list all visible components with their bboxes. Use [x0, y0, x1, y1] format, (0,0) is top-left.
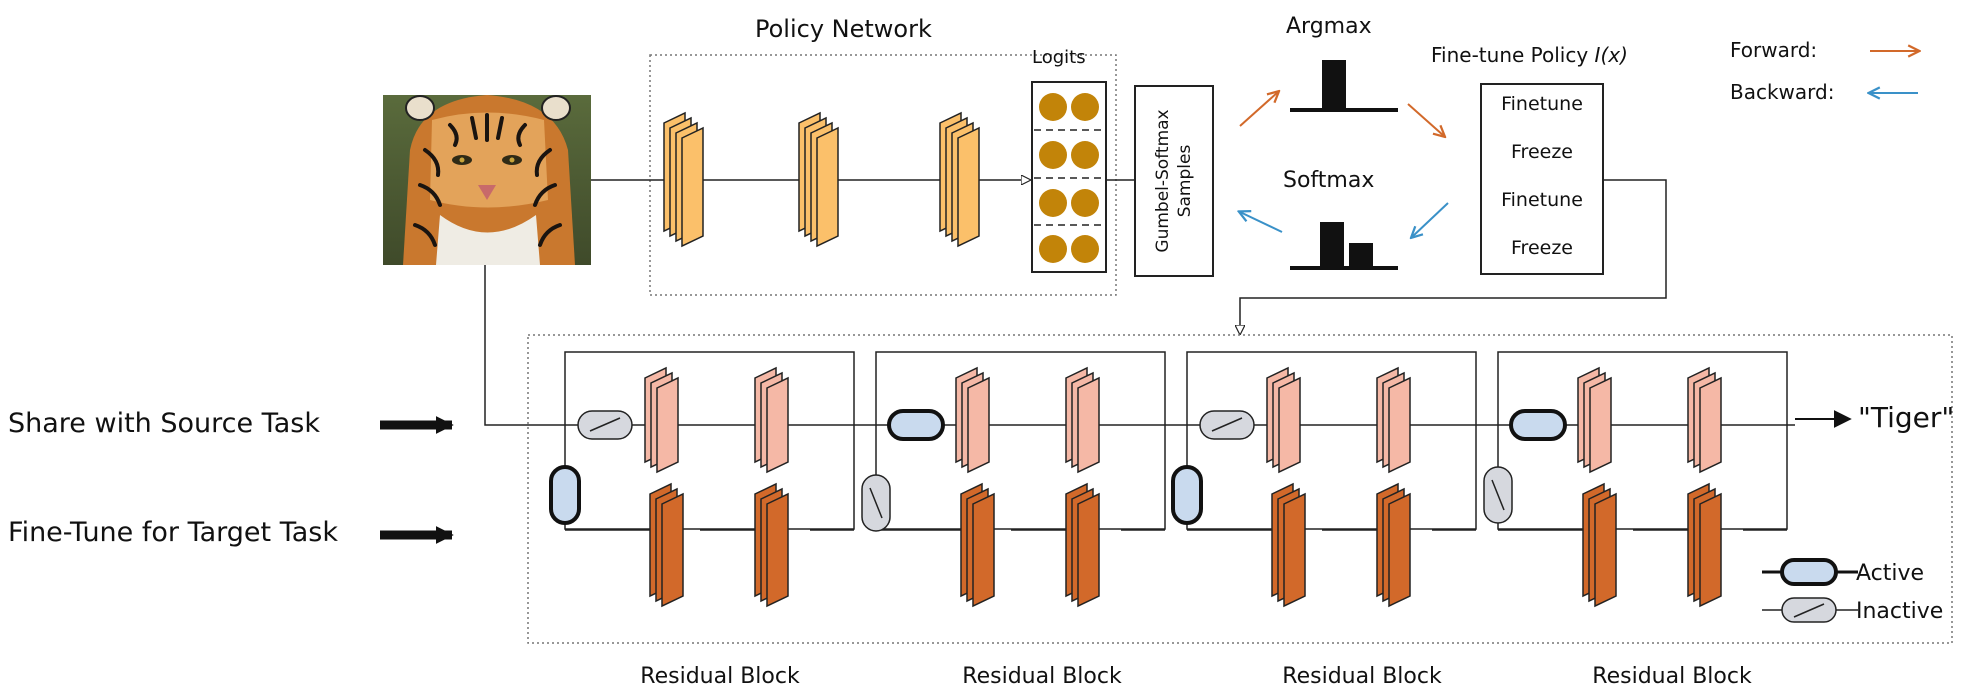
active-switch	[549, 465, 581, 525]
policy-item-freeze: Freeze	[1511, 237, 1573, 259]
logits-box	[1031, 81, 1107, 273]
residual-block-label: Residual Block	[1282, 664, 1442, 689]
legend-active-label: Active	[1856, 561, 1924, 586]
policy-to-backbone-connector	[1240, 179, 1667, 334]
shared-conv-layer	[955, 366, 990, 474]
shared-conv-layer	[644, 366, 679, 474]
residual-block-label: Residual Block	[1592, 664, 1752, 689]
residual-block	[875, 351, 1166, 531]
shared-conv-layer	[1065, 366, 1100, 474]
policy-item-freeze: Freeze	[1511, 141, 1573, 163]
policy-conv-layer	[663, 111, 704, 248]
finetune-conv-layer	[1065, 482, 1100, 608]
tiger-image	[383, 95, 591, 265]
residual-block	[1497, 351, 1788, 531]
legend-inactive-label: Inactive	[1856, 599, 1943, 624]
legend-inactive-switch	[1762, 597, 1858, 623]
backward-arrow-policy-to-softmax	[1412, 202, 1449, 237]
finetune-policy-box	[1480, 83, 1604, 275]
shared-conv-layer	[1687, 366, 1722, 474]
softmax-distribution	[1290, 222, 1398, 270]
finetune-target-task-label: Fine-Tune for Target Task	[8, 517, 338, 548]
logits-label: Logits	[1032, 47, 1086, 68]
gumbel-softmax-box	[1134, 85, 1214, 277]
active-switch	[1171, 465, 1203, 525]
residual-block-label: Residual Block	[962, 664, 1122, 689]
legend-active-switch	[1762, 558, 1858, 586]
argmax-distribution	[1290, 60, 1398, 112]
finetune-conv-layer	[754, 482, 789, 608]
gumbel-softmax-label: Gumbel-Softmax	[1153, 109, 1173, 252]
inactive-switch	[1483, 466, 1513, 524]
residual-block	[564, 351, 855, 531]
policy-conv-layer	[798, 111, 839, 248]
finetune-conv-layer	[649, 482, 684, 608]
finetune-conv-layer	[1271, 482, 1306, 608]
residual-block	[1186, 351, 1477, 531]
argmax-label: Argmax	[1286, 14, 1372, 39]
policy-item-finetune: Finetune	[1501, 93, 1583, 115]
finetune-conv-layer	[960, 482, 995, 608]
residual-block-label: Residual Block	[640, 664, 800, 689]
inactive-switch	[577, 410, 633, 440]
shared-conv-layer	[754, 366, 789, 474]
shared-conv-layer	[1376, 366, 1411, 474]
finetune-conv-layer	[1376, 482, 1411, 608]
policy-network-title: Policy Network	[755, 15, 932, 43]
shared-conv-layer	[1266, 366, 1301, 474]
inactive-switch	[1199, 410, 1255, 440]
legend-forward-label: Forward:	[1730, 38, 1817, 62]
share-with-source-task-label: Share with Source Task	[8, 408, 320, 439]
inactive-switch	[861, 474, 891, 532]
policy-conv-layer	[939, 111, 980, 248]
finetune-policy-function: I(x)	[1595, 43, 1628, 67]
policy-network-box	[649, 54, 1117, 296]
finetune-conv-layer	[1687, 482, 1722, 608]
gumbel-samples-label: Samples	[1175, 145, 1195, 218]
active-switch	[1509, 409, 1567, 441]
legend-backward-label: Backward:	[1730, 80, 1834, 104]
active-switch	[887, 409, 945, 441]
output-label: "Tiger"	[1858, 401, 1954, 434]
finetune-conv-layer	[1582, 482, 1617, 608]
shared-conv-layer	[1577, 366, 1612, 474]
backbone-box	[527, 334, 1953, 644]
finetune-policy-title: Fine-tune Policy I(x)	[1431, 43, 1628, 67]
backward-arrow-softmax-to-gumbel	[1240, 212, 1283, 233]
softmax-label: Softmax	[1283, 168, 1374, 193]
policy-item-finetune: Finetune	[1501, 189, 1583, 211]
forward-arrow-gumbel-to-argmax	[1239, 92, 1278, 127]
forward-arrow-argmax-to-policy	[1407, 103, 1444, 136]
main-shared-path	[484, 265, 1795, 426]
